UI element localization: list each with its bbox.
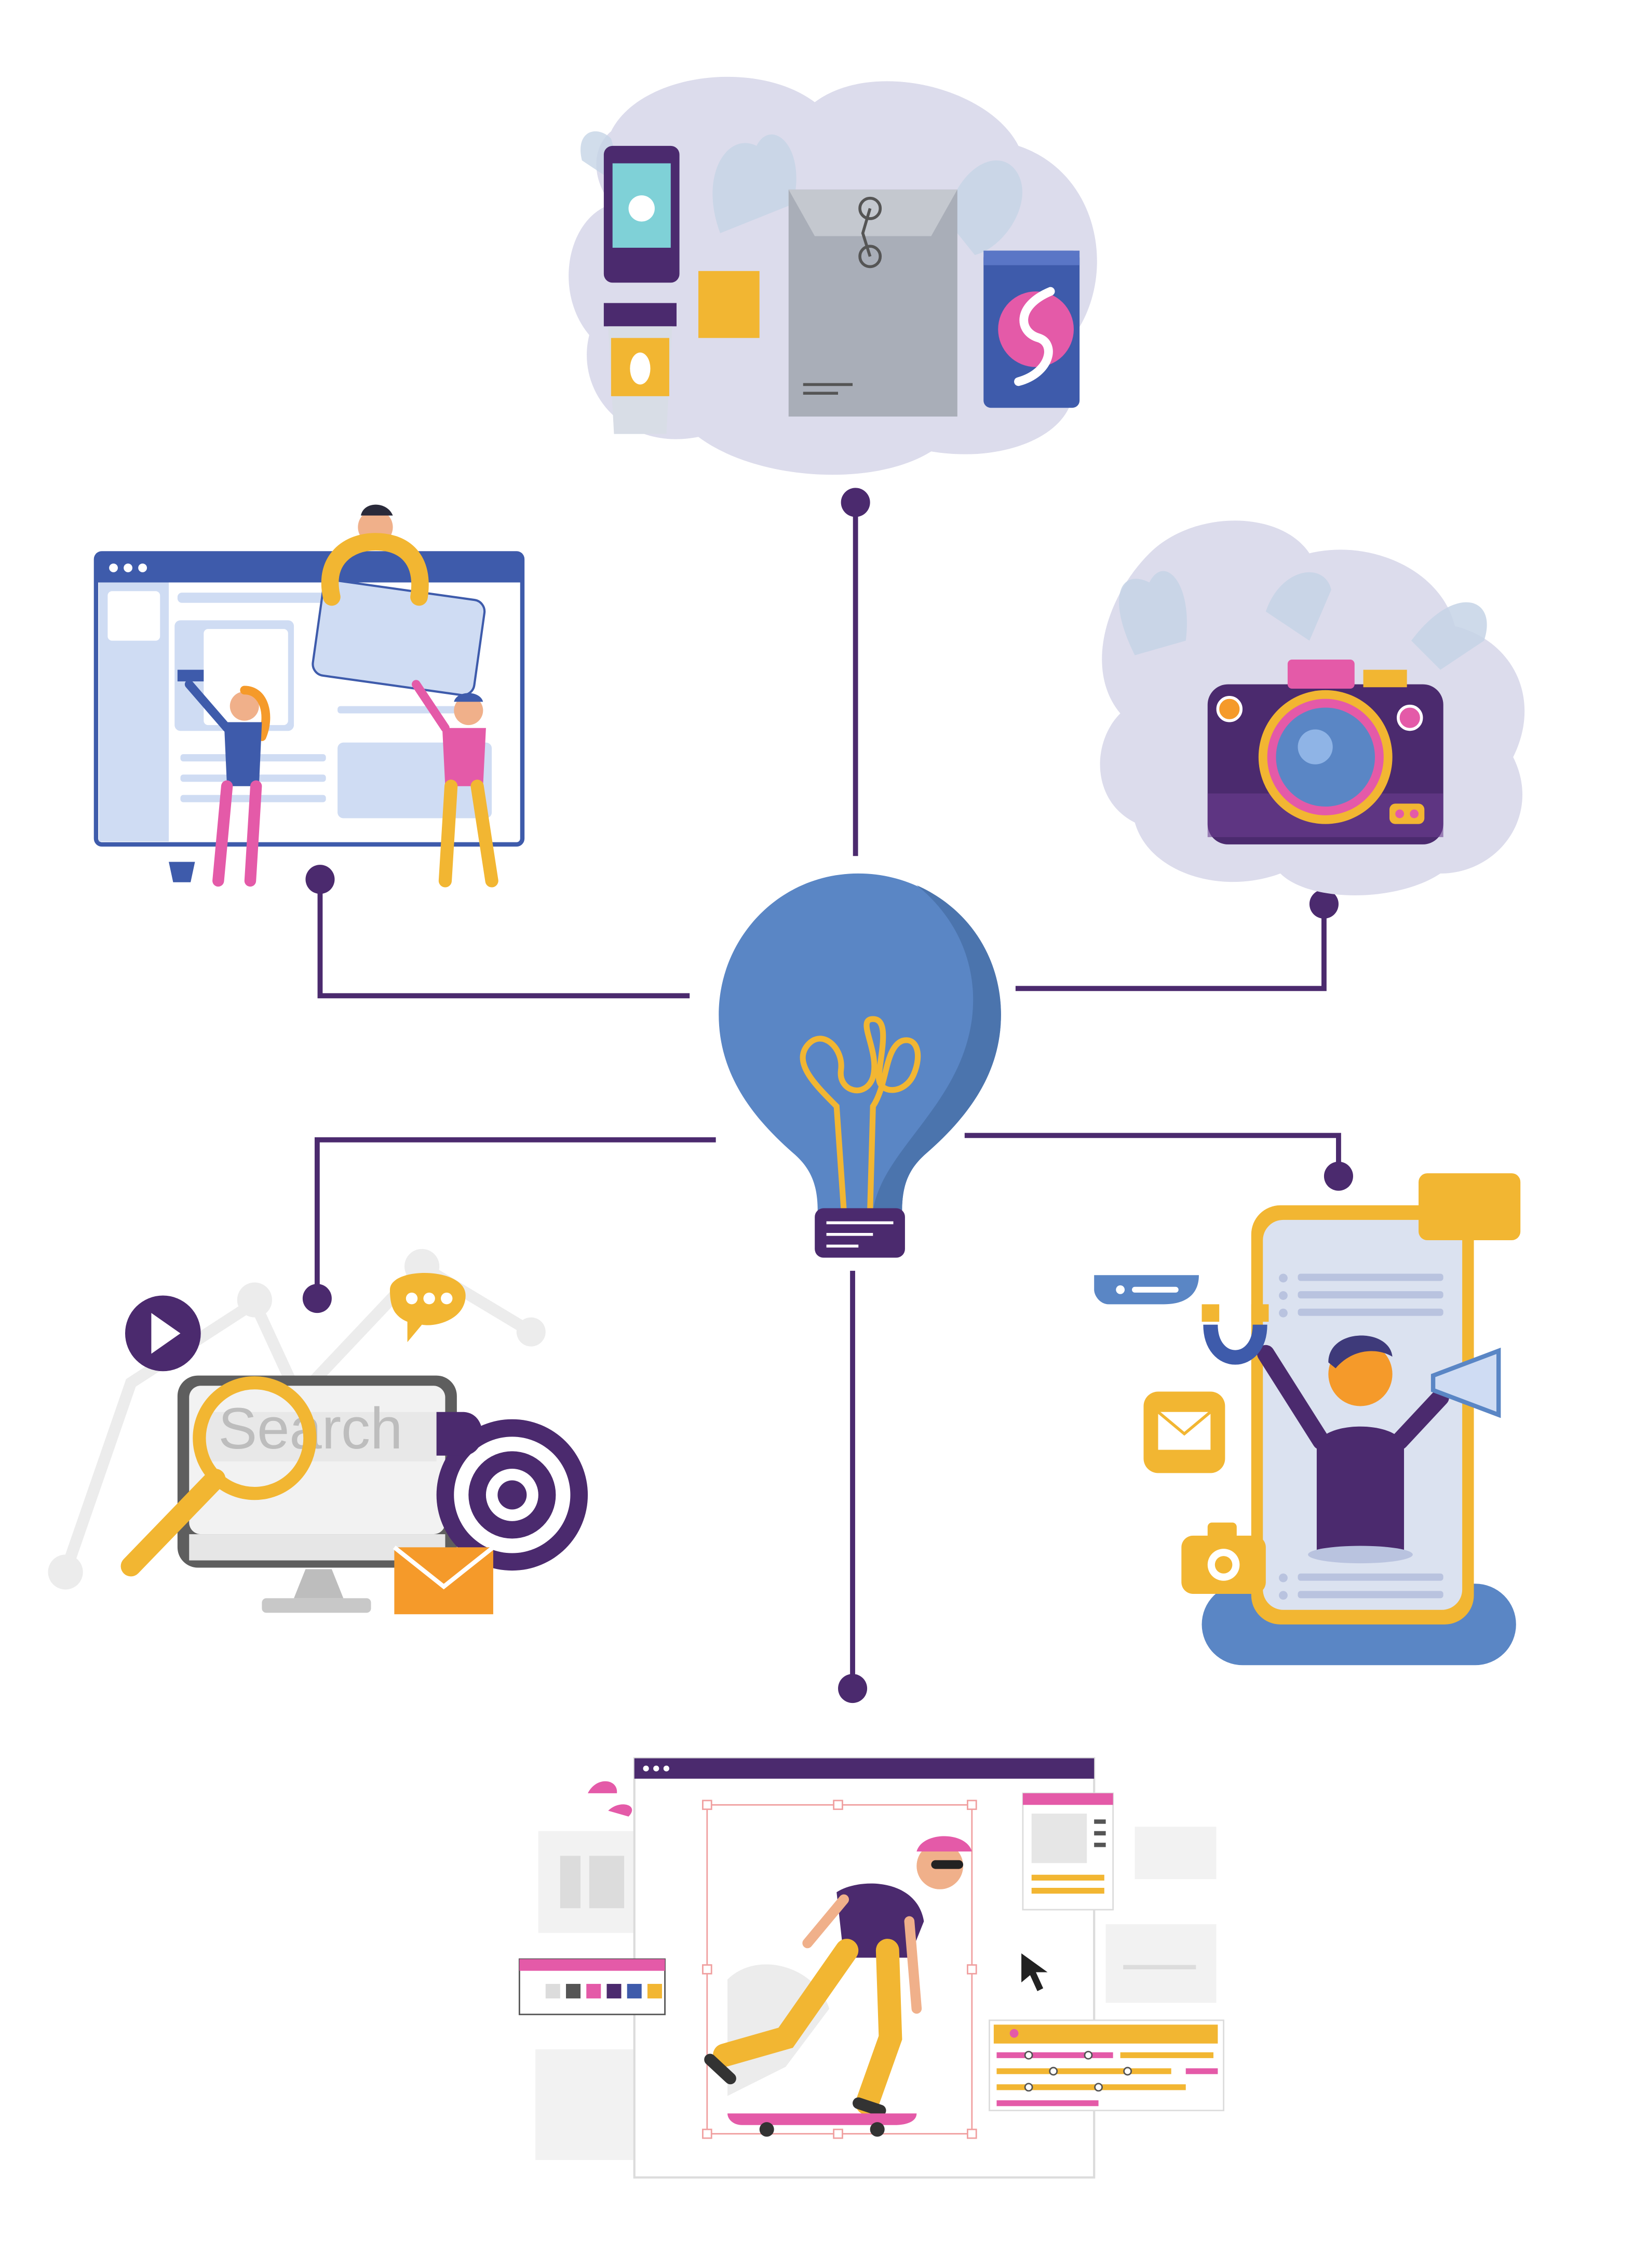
speech-card: [1419, 1173, 1521, 1241]
mail-icon: [1143, 1391, 1225, 1473]
layout-panel: [312, 579, 486, 696]
lightbulb-icon: [719, 873, 1001, 1258]
coffee-cup-icon: [603, 303, 677, 434]
dot-bottom: [838, 1674, 868, 1703]
person-holding: [411, 680, 498, 888]
connector-upper-right: [1015, 904, 1327, 991]
properties-panel: [1022, 1792, 1114, 1911]
target-icon: [436, 1412, 588, 1571]
dot-lower-right: [1324, 1161, 1353, 1191]
phone-icon: [603, 145, 680, 283]
animation-design-icon: [518, 1757, 1224, 2179]
mail-icon: [393, 1546, 495, 1615]
bulb-shade: [873, 885, 1001, 1212]
bulb-filament: [800, 1016, 921, 1214]
bulb-base: [815, 1208, 905, 1258]
chat-bubble-icon: [389, 1272, 466, 1343]
soda-can-icon: [983, 250, 1080, 408]
connector-dots: [302, 488, 1353, 1703]
magnet-icon: [1202, 1304, 1269, 1365]
photo-camera-icon: [1181, 1522, 1266, 1594]
connector-lower-right: [964, 1133, 1341, 1176]
connector-lower-left: [314, 1137, 716, 1299]
leaf-shapes: [1119, 571, 1487, 670]
product-packaging-icon: [569, 76, 1097, 475]
magnifying-glass-icon: [120, 1376, 317, 1577]
connector-upper-left: [317, 879, 690, 999]
skateboarder-character: [704, 1836, 972, 2116]
envelope-folder-icon: [788, 189, 957, 417]
leaf-decoration: [588, 1781, 632, 1817]
color-palette-panel: [518, 1958, 666, 2016]
connectors: [314, 502, 1341, 1689]
skateboard: [727, 2113, 917, 2137]
play-button-icon: [125, 1295, 201, 1372]
speaker-person: [1257, 1335, 1449, 1564]
person-painting: [177, 669, 271, 887]
mouse-cursor-icon: [1021, 1953, 1048, 1991]
paint-bucket-icon: [169, 862, 195, 882]
megaphone-icon: [1430, 1347, 1501, 1418]
dot-top: [841, 488, 870, 517]
dot-upper-left: [305, 865, 335, 894]
timeline-panel: [989, 2019, 1224, 2112]
website-builder-icon: [93, 504, 525, 888]
dot-upper-right: [1309, 889, 1339, 919]
seo-search-icon: Search: [48, 1249, 588, 1615]
camera-icon: [1100, 520, 1525, 895]
dot-lower-left: [302, 1284, 332, 1313]
notification-pill: [1094, 1275, 1199, 1305]
sticky-note-icon: [698, 271, 760, 338]
search-bar: [204, 1412, 437, 1461]
leaf-shapes: [580, 131, 1022, 256]
person-carrying-panel: [321, 504, 429, 606]
social-media-marketing-icon: [1094, 1173, 1521, 1666]
